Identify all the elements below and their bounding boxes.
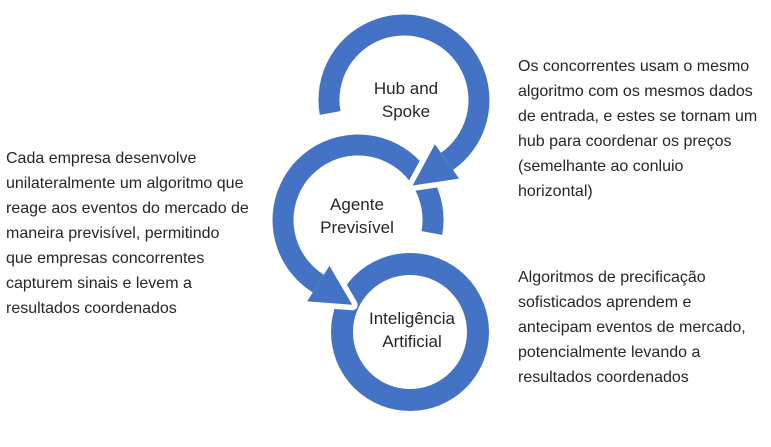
node-label-hub-and-spoke: Hub and Spoke bbox=[373, 79, 439, 121]
arrowhead-agente-to-ia bbox=[307, 265, 353, 305]
node-label-agente-previsivel: Agente Previsível bbox=[320, 195, 394, 237]
annotation-bottom-right: Algoritmos de precificação sofisticados … bbox=[518, 269, 746, 386]
ring-inteligencia-artificial bbox=[331, 253, 489, 411]
annotation-left: Cada empresa desenvolve unilateralmente … bbox=[6, 150, 249, 317]
node-label-inteligencia-artificial: Inteligência Artificial bbox=[368, 309, 456, 351]
annotation-top-right: Os concorrentes usam o mesmo algoritmo c… bbox=[518, 58, 758, 200]
arrowhead-hub-to-agente bbox=[412, 144, 460, 186]
arrow-hub-and-spoke bbox=[313, 9, 495, 191]
